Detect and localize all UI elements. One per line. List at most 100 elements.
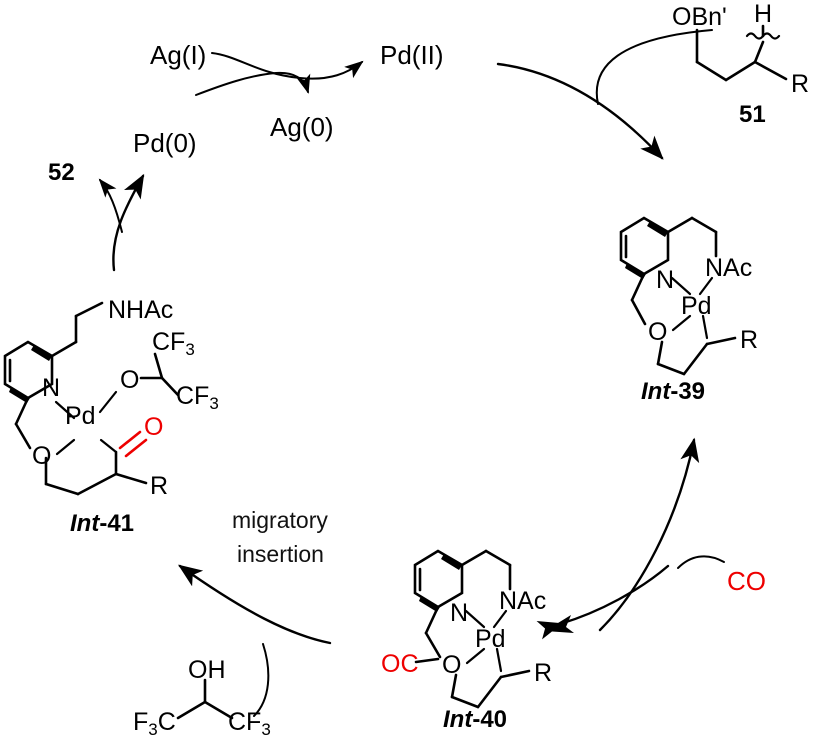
bond-o-ch2b-40 [450,673,458,699]
bond-ch2-ch2-39 [690,216,718,234]
bond-ch2-ch2c-41 [44,482,80,496]
bond-ch-r-40 [499,669,531,679]
label-r-substrate: R [791,70,809,98]
compound-label-int40: Int-40 [443,706,507,733]
bond-o-pd-41 [55,438,76,456]
ag-redox-arrows [195,52,364,96]
structure-hfip [176,678,234,720]
label-oc-ligand-int40: OC [381,650,419,678]
bond-nac-pd-40 [492,609,508,629]
compound-label-51: 51 [739,101,766,128]
arrowhead-into-int40 [545,615,574,633]
bond-co-double-a-41 [118,430,142,450]
label-nac-int40: NAc [499,587,546,615]
bond-pd-acyl-41 [99,438,118,454]
bond-ch2-ch2-40 [484,549,512,567]
ring-double-2-41 [9,387,30,403]
species-silver-zero: Ag(0) [270,112,334,142]
ring-double-3-39 [647,221,668,237]
label-n-int41: N [42,374,60,402]
bond-n-pd-40 [464,609,486,629]
bond-chain-1 [695,60,728,82]
bond-to-stereocenter [753,40,765,64]
bond-o-ch2b-39 [656,340,664,366]
label-n-int39: N [656,266,674,294]
label-o-ring-int41: O [32,442,51,470]
bond-n-pd-41 [54,400,76,420]
bond-co-double-b-41 [124,438,148,458]
arrow-co-coordination [536,437,725,640]
substrate-51-feed-curve [595,29,713,105]
arrow-ag1-to-pd2 [211,52,364,80]
label-o-carbonyl-int41: O [144,413,163,441]
arrow-pd2-to-int39 [496,29,713,160]
annotation-migratory-line1: migratory [232,507,328,533]
label-r-int39: R [740,326,758,354]
annotation-migratory-line2: insertion [237,541,324,567]
co-feed-curve [677,555,725,569]
bond-n-pd-39 [670,276,692,296]
bond-c6-ch2-39 [630,272,646,302]
bond-ch2-nhac-41 [74,301,104,318]
bond-nac-pd-39 [698,276,714,296]
label-h-substrate: H [754,0,772,28]
label-nhac-int41: NHAc [108,296,173,324]
arrow-int41-to-pd0 [98,173,145,272]
bond-ch-r-39 [705,336,737,346]
bond-ch2-c-40 [424,631,442,659]
structure-int-41 [3,301,180,496]
bond-chain-3 [753,60,788,81]
ring-double-2-40 [419,596,440,612]
bond-o-pd-40 [465,647,486,665]
label-n-int40: N [450,599,468,627]
bond-pd-oalkoxide-41 [98,390,118,414]
label-pd-int40: Pd [475,625,506,653]
bond-ch-r-41 [114,472,148,485]
compound-label-52: 52 [48,159,75,186]
label-cf3-top-int41: CF3 [152,328,195,359]
compound-label-int41: Int-41 [70,510,134,537]
bond-ch2-ch2b-40 [450,695,480,709]
arrow-int40-to-int39 [598,437,700,632]
bond-o-pd-39 [671,314,692,332]
bond-pd-c-40 [495,647,503,673]
bond-ch2-ch-41 [76,472,118,496]
label-o-int40: O [442,651,461,679]
label-o-int39: O [648,318,667,346]
arrow-reductive-elimination [112,173,145,272]
label-r-int41: R [150,472,168,500]
species-palladium-two: Pd(II) [380,40,444,70]
bond-c-cf3-left [176,700,207,720]
label-cf3-bottom-int41: CF3 [176,382,219,413]
arrow-migratory-insertion [178,564,332,717]
arrow-release-52 [98,178,123,233]
bond-ch2-ch2b-39 [656,362,686,376]
label-r-int40: R [534,659,552,687]
arrow-to-int40 [536,564,670,640]
bond-c2-ch2-41 [50,340,78,358]
bond-ch2-o-41 [14,422,32,450]
bond-ch2-ch-40 [476,675,503,709]
label-nac-int39: NAc [705,254,752,282]
bond-pd-c-39 [701,314,709,340]
ring-double-3-40 [441,554,462,570]
structure-int-40 [413,549,531,709]
label-cf3-left-hfip: F3C [133,708,176,736]
bond-c6-ch2-41 [14,396,30,426]
label-obn-substrate: OBn' [672,3,727,31]
compound-label-int39: Int-39 [641,378,705,405]
arrow-int40-to-int41 [178,564,332,645]
label-o-alkoxide-int41: O [120,366,139,394]
label-cf3-right-hfip: CF3 [228,708,271,736]
species-palladium-zero: Pd(0) [133,128,197,158]
ring-double-2-39 [625,263,646,279]
bond-chain-2 [724,60,757,82]
label-pd-int39: Pd [681,292,712,320]
bond-ch2-ch-39 [682,342,709,376]
ring-double-3-41 [31,345,52,361]
structure-int-39 [619,216,737,376]
bond-c-cf3-right [203,700,234,720]
bond-ch2-o-39 [630,298,647,326]
